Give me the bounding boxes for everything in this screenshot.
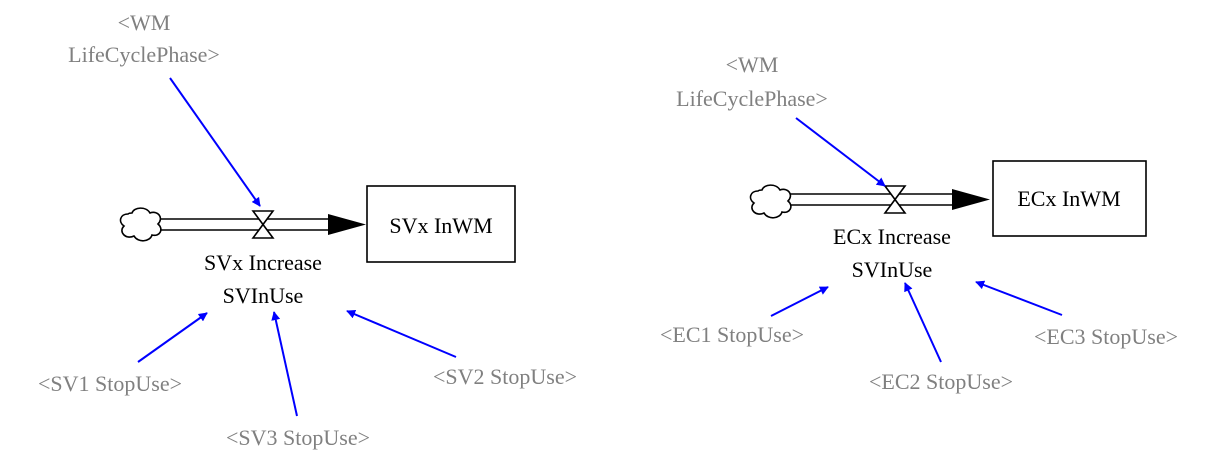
right-flow-label-line1: ECx Increase xyxy=(833,224,951,249)
right-link-ec2-to-flow[interactable] xyxy=(904,282,942,363)
right-flow-arrowhead xyxy=(952,189,990,210)
right-link-lifecyclephase-to-flow[interactable] xyxy=(795,117,886,187)
left-shadow-sv2-stopuse[interactable]: <SV2 StopUse> xyxy=(433,364,577,389)
right-lifecyclephase-line1: <WM xyxy=(726,52,779,77)
right-stock-ecx-inwm[interactable]: ECx InWM xyxy=(992,160,1147,237)
right-flow-variable[interactable]: ECx Increase SVInUse xyxy=(833,224,951,282)
left-link-sv3-to-flow[interactable] xyxy=(271,311,298,417)
left-flow-label-line1: SVx Increase xyxy=(204,250,322,275)
left-lifecyclephase-line1: <WM xyxy=(118,10,171,35)
left-flow-arrowhead xyxy=(328,214,366,235)
right-link-ec1-to-flow[interactable] xyxy=(770,286,829,317)
left-stock-box xyxy=(366,185,516,263)
left-source-cloud-icon xyxy=(119,207,162,242)
left-flow-valve-icon[interactable] xyxy=(251,210,275,239)
left-link-sv1-to-flow[interactable] xyxy=(137,312,208,363)
right-shadow-ec1-stopuse[interactable]: <EC1 StopUse> xyxy=(660,322,804,347)
left-lifecyclephase-line2: LifeCyclePhase> xyxy=(68,42,220,67)
left-stock-svx-inwm[interactable]: SVx InWM xyxy=(366,185,516,263)
left-flow-variable[interactable]: SVx Increase SVInUse xyxy=(204,250,322,308)
right-flow-pipe xyxy=(790,189,990,210)
right-shadow-ec2-stopuse[interactable]: <EC2 StopUse> xyxy=(869,369,1013,394)
right-source-cloud-icon xyxy=(749,184,792,219)
left-shadow-sv3-stopuse[interactable]: <SV3 StopUse> xyxy=(226,425,370,450)
right-stock-label: ECx InWM xyxy=(1017,186,1120,211)
left-link-lifecyclephase-to-flow[interactable] xyxy=(169,77,261,207)
right-model: <WM LifeCyclePhase> ECx InWM ECx Increas… xyxy=(660,52,1178,394)
left-shadow-sv1-stopuse[interactable]: <SV1 StopUse> xyxy=(38,371,182,396)
right-shadow-ec3-stopuse[interactable]: <EC3 StopUse> xyxy=(1034,324,1178,349)
right-link-ec3-to-flow[interactable] xyxy=(975,280,1063,316)
left-flow-pipe xyxy=(160,214,366,235)
left-lifecyclephase-variable[interactable]: <WM LifeCyclePhase> xyxy=(68,10,220,67)
right-lifecyclephase-line2: LifeCyclePhase> xyxy=(676,86,828,111)
right-flow-valve-icon[interactable] xyxy=(883,185,907,214)
right-flow-label-line2: SVInUse xyxy=(852,257,933,282)
left-link-sv2-to-flow[interactable] xyxy=(346,310,457,358)
right-lifecyclephase-variable[interactable]: <WM LifeCyclePhase> xyxy=(676,52,828,111)
left-model: <WM LifeCyclePhase> SVx InWM SVx Increas… xyxy=(38,10,577,450)
right-stock-box xyxy=(992,160,1147,237)
left-flow-label-line2: SVInUse xyxy=(223,283,304,308)
left-stock-label: SVx InWM xyxy=(389,213,492,238)
